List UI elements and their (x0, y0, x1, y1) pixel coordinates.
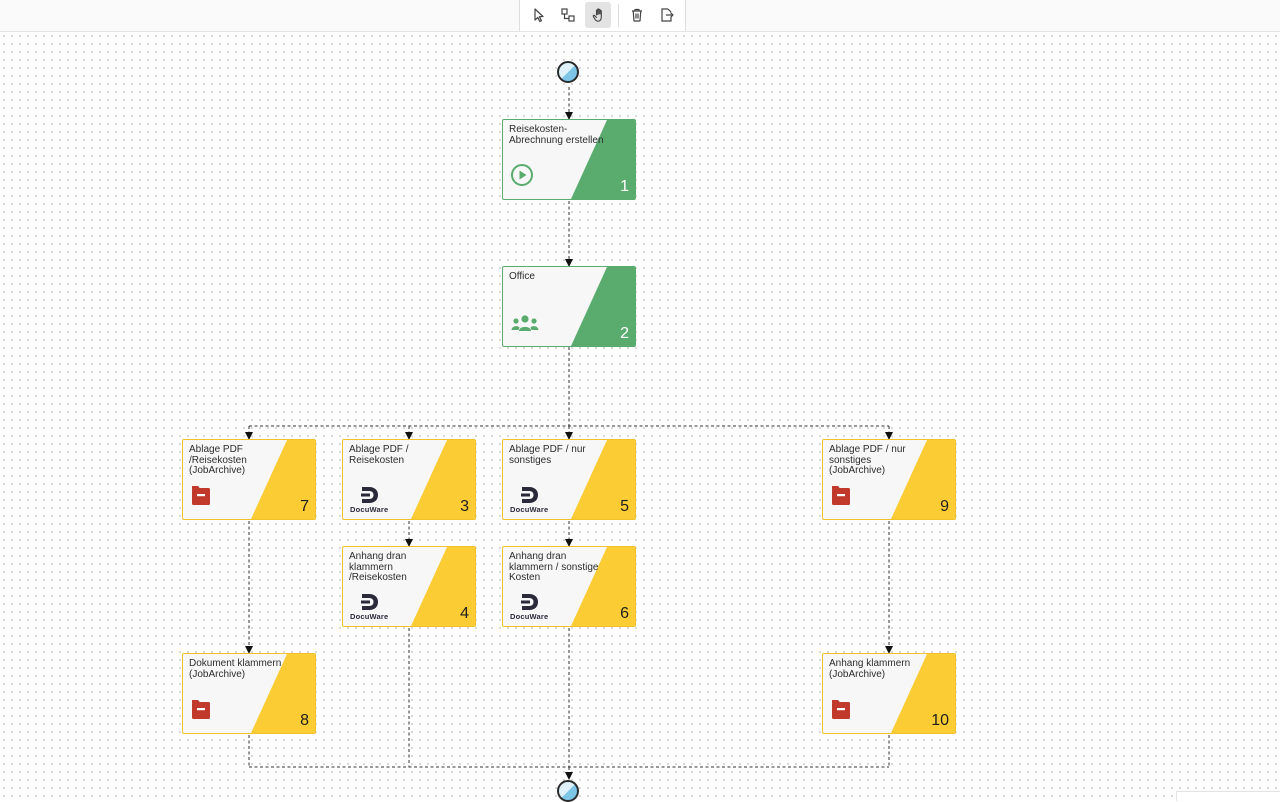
cursor-arrow-icon (534, 8, 544, 23)
node-title: Anhang dran klammern /Reisekosten (349, 551, 407, 583)
pointer-tool-button[interactable] (526, 2, 552, 28)
trash-icon (632, 8, 642, 22)
toolbar (519, 0, 686, 31)
node-title: Reisekosten-Abrechnung erstellen (509, 124, 604, 146)
node-title: Ablage PDF /Reisekosten (JobArchive) (189, 444, 247, 476)
workflow-node-2[interactable]: Office 2 (502, 266, 636, 347)
pan-tool-button[interactable] (585, 2, 611, 28)
workflow-node-4[interactable]: Anhang dran klammern /Reisekosten DocuWa… (342, 546, 476, 627)
pdf-archive-icon (190, 483, 212, 512)
minimap-panel (1176, 791, 1280, 801)
node-title: Ablage PDF / Reisekosten (349, 444, 409, 466)
docuware-logo-text: DocuWare (510, 612, 549, 621)
workflow-node-6[interactable]: Anhang dran klammern / sonstige Kosten D… (502, 546, 636, 627)
docuware-logo-text: DocuWare (510, 505, 549, 514)
node-title: Anhang dran klammern / sonstige Kosten (509, 551, 599, 583)
pdf-archive-icon (830, 697, 852, 726)
users-group-icon (510, 314, 540, 339)
node-title: Anhang klammern (JobArchive) (829, 658, 911, 680)
node-title: Dokument klammern (JobArchive) (189, 658, 282, 680)
start-event[interactable] (557, 61, 579, 83)
connect-tool-button[interactable] (555, 2, 581, 28)
workflow-node-8[interactable]: Dokument klammern (JobArchive) 8 (182, 653, 316, 734)
workflow-node-1[interactable]: Reisekosten-Abrechnung erstellen 1 (502, 119, 636, 200)
play-circle-icon (510, 163, 534, 192)
pdf-archive-icon (830, 483, 852, 512)
hand-icon (592, 8, 602, 22)
export-button[interactable] (654, 2, 680, 28)
node-title: Office (509, 271, 535, 282)
node-number: 1 (620, 178, 629, 195)
delete-button[interactable] (624, 2, 650, 28)
node-title: Ablage PDF / nur sonstiges (509, 444, 586, 466)
docuware-logo: DocuWare (350, 486, 394, 514)
docuware-logo-text: DocuWare (350, 612, 389, 621)
docuware-logo-text: DocuWare (350, 505, 389, 514)
node-connect-icon (561, 8, 575, 22)
docuware-logo: DocuWare (350, 593, 394, 621)
workflow-node-7[interactable]: Ablage PDF /Reisekosten (JobArchive) 7 (182, 439, 316, 520)
end-event[interactable] (557, 780, 579, 802)
workflow-node-9[interactable]: Ablage PDF / nur sonstiges (JobArchive) … (822, 439, 956, 520)
node-number: 7 (300, 498, 309, 515)
docuware-logo: DocuWare (510, 486, 554, 514)
toolbar-separator (618, 4, 619, 27)
workflow-node-10[interactable]: Anhang klammern (JobArchive) 10 (822, 653, 956, 734)
workflow-node-3[interactable]: Ablage PDF / Reisekosten DocuWare 3 (342, 439, 476, 520)
node-number: 10 (931, 712, 949, 729)
node-number: 3 (460, 498, 469, 515)
node-number: 5 (620, 498, 629, 515)
node-number: 6 (620, 605, 629, 622)
node-title: Ablage PDF / nur sonstiges (JobArchive) (829, 444, 906, 476)
pdf-archive-icon (190, 697, 212, 726)
node-number: 4 (460, 605, 469, 622)
node-number: 9 (940, 498, 949, 515)
docuware-logo: DocuWare (510, 593, 554, 621)
workflow-node-5[interactable]: Ablage PDF / nur sonstiges DocuWare 5 (502, 439, 636, 520)
node-number: 8 (300, 712, 309, 729)
export-icon (661, 8, 674, 22)
node-number: 2 (620, 325, 629, 342)
